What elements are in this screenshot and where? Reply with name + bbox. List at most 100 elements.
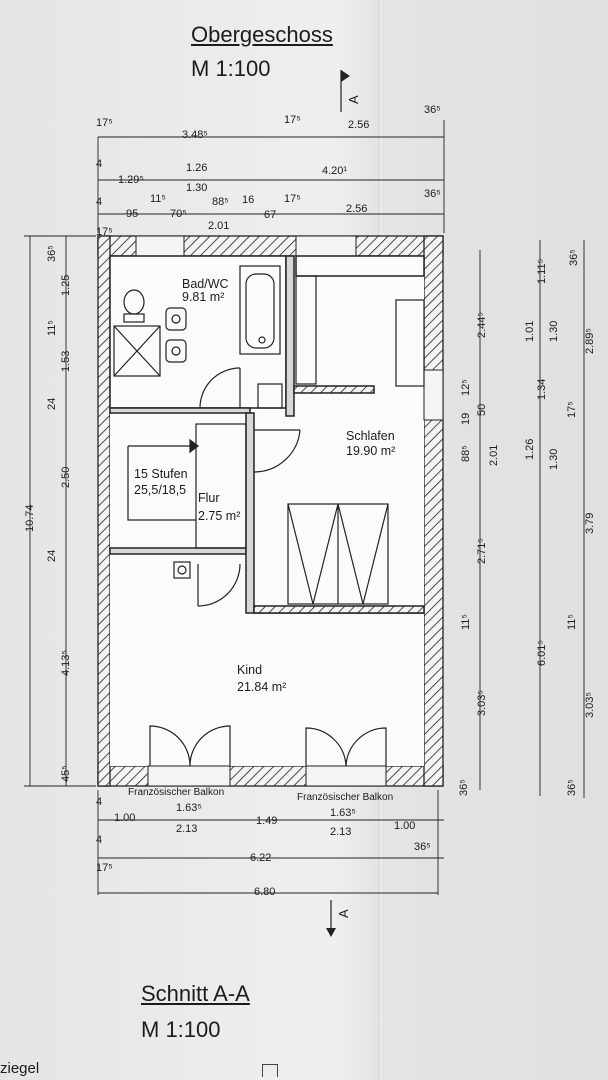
dim-bottom-r2-d: 36⁵: [414, 841, 431, 853]
section-marker-bottom: [326, 900, 336, 937]
dim-left-c2-i: 45⁵: [60, 765, 72, 782]
dim-right-c1-a: 2.44⁵: [476, 312, 488, 338]
dim-bottom-r3-a: 6.80: [254, 886, 276, 898]
dim-left-c2-b: 1.25: [60, 274, 72, 296]
dim-right-c2-f: 1.30: [548, 448, 560, 470]
dim-top-r3-c: 95: [126, 208, 139, 220]
room-schlafen-name: Schlafen: [346, 429, 395, 443]
outer-walls: [97, 235, 444, 787]
corner-mark: [262, 1064, 278, 1077]
dim-lines-bottom: [97, 790, 444, 895]
dim-left-c2-h: 4.13⁵: [60, 650, 72, 676]
dim-top-r2-c: 1.26: [186, 162, 208, 174]
dim-bottom-r1-f: 1.63⁵: [330, 807, 356, 819]
dim-right-c2-c: 1.30: [548, 320, 560, 342]
section-label-bottom: A: [336, 909, 351, 918]
dim-top-r3-k: 36⁵: [424, 188, 441, 200]
stairs-ratio: 25,5/18,5: [134, 483, 187, 497]
dim-right-c1-j: 36⁵: [458, 779, 470, 796]
dim-bottom-r1-g: 2.13: [330, 826, 352, 838]
dim-top-r3-a: 4: [96, 196, 103, 208]
dim-top-r3-l: 17⁵: [96, 226, 113, 238]
dim-bottom-r1-h: 1.00: [394, 820, 416, 832]
dim-right-c3-c: 17⁵: [566, 401, 578, 418]
room-bad-area: 9.81 m²: [182, 290, 225, 304]
dim-left-c2-c: 11⁵: [46, 320, 58, 336]
dim-right-c1-d: 19: [460, 412, 472, 425]
dim-right-c1-e: 88⁵: [460, 445, 472, 462]
dim-bottom-r2-c: 6.22: [250, 852, 272, 864]
dim-right-c1-i: 3.03⁵: [476, 690, 488, 716]
dim-bottom-r1-c: 1.63⁵: [176, 802, 202, 814]
dim-left-c2-g: 24: [46, 549, 58, 562]
dim-right-c1-g: 2.71⁵: [476, 538, 488, 564]
dim-lines-left: [24, 235, 96, 787]
dim-right-c3-a: 36⁵: [568, 249, 580, 266]
dim-left-c2-e: 24: [46, 397, 58, 410]
dim-top-r1-c: 17⁵: [284, 114, 301, 126]
dim-top-r3-f: 16: [242, 194, 255, 206]
dim-lines-right: [479, 240, 585, 798]
section-marker-top: [340, 70, 350, 112]
dim-bottom-r2-b: 17⁵: [96, 862, 113, 874]
interior-walls: [109, 255, 425, 614]
room-flur-name: Flur: [198, 491, 220, 505]
plan-title: Obergeschoss: [191, 22, 333, 47]
dim-left-total: 10.74: [24, 504, 36, 532]
dim-top-r1-d: 2.56: [348, 119, 370, 131]
section-label-top: A: [346, 95, 361, 104]
dim-top-r3-d: 70⁵: [170, 208, 187, 220]
dim-top-r1-b: 3.48⁵: [182, 129, 208, 141]
dim-right-c1-f: 2.01: [488, 444, 500, 466]
dim-right-c1-c: 50: [476, 403, 488, 416]
room-schlafen-area: 19.90 m²: [346, 444, 396, 458]
stairs: [127, 423, 247, 579]
dim-bottom-r2-a: 4: [96, 834, 103, 846]
dim-right-c2-d: 1.34: [536, 378, 548, 400]
dim-top-r2-e: 4.20¹: [322, 165, 348, 177]
wardrobe: [287, 275, 425, 605]
dim-top-r2-d: 1.30: [186, 182, 208, 194]
section-title: Schnitt A-A: [141, 981, 250, 1006]
dim-right-c3-f: 3.03⁵: [584, 692, 596, 718]
dim-top-r3-g: 2.01: [208, 220, 230, 232]
dim-bottom-r1-d: 2.13: [176, 823, 198, 835]
dim-top-r3-e: 88⁵: [212, 196, 229, 208]
dim-top-r3-h: 17⁵: [284, 193, 301, 205]
dim-right-c2-b: 1.01: [524, 320, 536, 342]
plan-scale: M 1:100: [191, 56, 271, 81]
room-kind-name: Kind: [237, 663, 263, 677]
dim-top-r1-e: 36⁵: [424, 104, 441, 116]
dim-bottom-r1-e: 1.49: [256, 815, 278, 827]
doors: [149, 367, 387, 767]
dim-lines-top: [97, 120, 445, 233]
stairs-count: 15 Stufen: [134, 467, 188, 481]
dim-right-c3-e: 11⁵: [566, 614, 578, 630]
dim-left-c2-d: 1.53: [60, 350, 72, 372]
balcony-left-label: Französischer Balkon: [128, 787, 225, 798]
dim-right-c1-b: 12⁵: [460, 379, 472, 396]
windows: [135, 235, 444, 787]
bathroom-fixtures: [113, 265, 283, 409]
dim-top-r2-a: 4: [96, 158, 103, 170]
section-scale: M 1:100: [141, 1017, 221, 1042]
room-bad-name: Bad/WC: [182, 277, 229, 291]
dim-top-r3-j: 2.56: [346, 203, 368, 215]
dim-top-r3-b: 11⁵: [150, 193, 166, 205]
dim-top-r3-i: 67: [264, 209, 277, 221]
dim-right-c3-d: 3.79: [584, 512, 596, 534]
room-flur-area: 2.75 m²: [198, 509, 241, 523]
dim-right-c3-b: 2.89⁵: [584, 328, 596, 354]
dim-right-c3-g: 36⁵: [566, 779, 578, 796]
dim-right-c2-e: 1.26: [524, 438, 536, 460]
room-kind-area: 21.84 m²: [237, 680, 287, 694]
dim-left-c2-a: 36⁵: [46, 245, 58, 262]
dim-right-c2-g: 6.01⁵: [536, 640, 548, 666]
dim-bottom-r1-a: 4: [96, 796, 103, 808]
dim-left-c2-f: 2.50: [60, 466, 72, 488]
dim-top-r2-b: 1.29⁵: [118, 174, 144, 186]
dim-right-c2-a: 1.11⁵: [536, 258, 548, 284]
dim-top-r1-a: 17⁵: [96, 117, 113, 129]
balcony-right-label: Französischer Balkon: [297, 792, 394, 803]
